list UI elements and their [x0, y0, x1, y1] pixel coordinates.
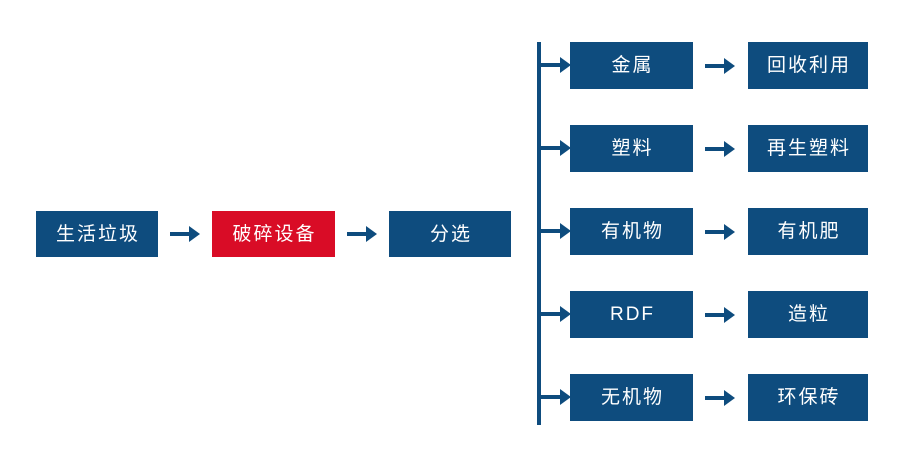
arrow-right-icon-waste-to-crusher [168, 219, 202, 249]
branch-arrow-right-icon-plastic [537, 138, 571, 158]
node-branch-material-organic-label: 有机物 [600, 221, 664, 242]
node-branch-material-plastic[interactable]: 塑料 [570, 125, 693, 172]
node-branch-product-metal[interactable]: 回收利用 [748, 42, 868, 89]
node-branch-product-rdf[interactable]: 造粒 [748, 291, 868, 338]
node-branch-product-plastic[interactable]: 再生塑料 [748, 125, 868, 172]
arrow-right-icon-metal-to-product [703, 55, 737, 77]
node-waste[interactable]: 生活垃圾 [36, 211, 158, 257]
arrow-right-icon-plastic-to-product [703, 138, 737, 160]
node-crusher[interactable]: 破碎设备 [212, 211, 335, 257]
arrow-right-icon-rdf-to-product [703, 304, 737, 326]
branch-arrow-right-icon-organic [537, 221, 571, 241]
node-sorting[interactable]: 分选 [389, 211, 511, 257]
arrow-right-icon-inorganic-to-product [703, 387, 737, 409]
node-branch-product-metal-label: 回收利用 [766, 55, 851, 76]
node-waste-label: 生活垃圾 [55, 223, 140, 245]
node-branch-material-metal[interactable]: 金属 [570, 42, 693, 89]
node-branch-product-inorganic[interactable]: 环保砖 [748, 374, 868, 421]
node-branch-product-rdf-label: 造粒 [787, 304, 830, 325]
node-branch-material-organic[interactable]: 有机物 [570, 208, 693, 255]
node-branch-material-metal-label: 金属 [611, 55, 654, 76]
arrow-right-icon-crusher-to-sorting [345, 219, 379, 249]
node-sorting-label: 分选 [429, 223, 472, 245]
node-branch-material-rdf-label: RDF [609, 304, 656, 325]
arrow-right-icon-organic-to-product [703, 221, 737, 243]
branch-arrow-right-icon-rdf [537, 304, 571, 324]
branch-arrow-right-icon-inorganic [537, 387, 571, 407]
node-branch-product-organic[interactable]: 有机肥 [748, 208, 868, 255]
node-crusher-label: 破碎设备 [232, 223, 317, 245]
node-branch-material-inorganic[interactable]: 无机物 [570, 374, 693, 421]
node-branch-material-plastic-label: 塑料 [611, 138, 654, 159]
node-branch-material-inorganic-label: 无机物 [600, 387, 664, 408]
node-branch-product-organic-label: 有机肥 [777, 221, 841, 242]
branch-arrow-right-icon-metal [537, 55, 571, 75]
node-branch-product-plastic-label: 再生塑料 [766, 138, 851, 159]
node-branch-material-rdf[interactable]: RDF [570, 291, 693, 338]
branch-bus-line [537, 42, 541, 425]
node-branch-product-inorganic-label: 环保砖 [777, 387, 841, 408]
